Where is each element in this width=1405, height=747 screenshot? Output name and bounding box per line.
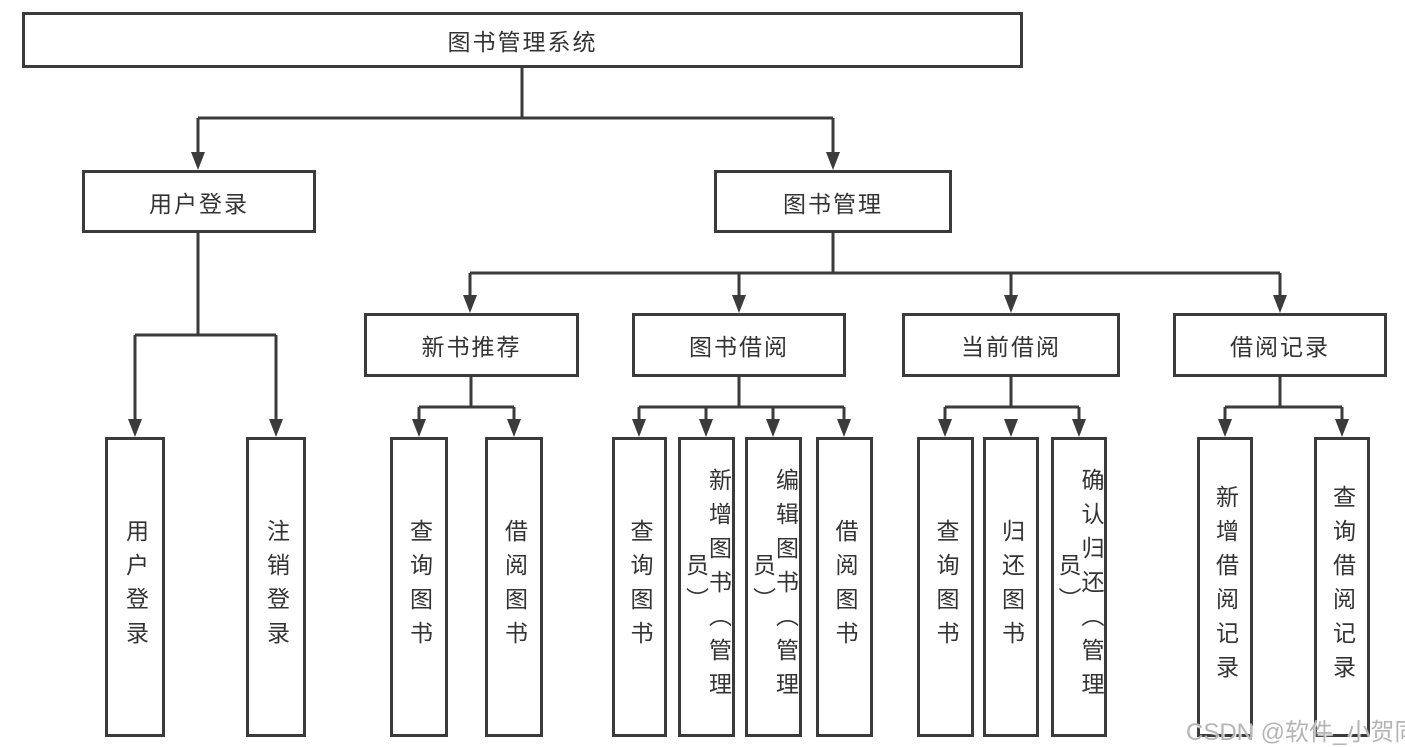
leaf-query-books-recommend: 查询图书: [390, 437, 448, 737]
node-book-management: 图书管理: [714, 170, 952, 233]
leaf-add-borrow-record: 新增借阅记录: [1197, 437, 1253, 737]
node-borrowing-records: 借阅记录: [1173, 313, 1387, 377]
leaf-user-login: 用户登录: [105, 437, 165, 737]
leaf-query-books-current: 查询图书: [917, 437, 974, 737]
node-library-management-system: 图书管理系统: [22, 12, 1023, 68]
tree-edges: [133, 68, 1344, 420]
leaf-logout: 注销登录: [246, 437, 306, 737]
node-book-borrowing: 图书借阅: [632, 313, 846, 377]
leaf-return-books: 归还图书: [983, 437, 1039, 737]
csdn-watermark: CSDN @软件_小贺同学: [1186, 719, 1405, 746]
leaf-add-books-admin: 新增图书（管理员）: [678, 437, 735, 737]
leaf-edit-books-admin: 编辑图书（管理员）: [745, 437, 802, 737]
node-current-borrowing: 当前借阅: [902, 313, 1120, 377]
node-new-book-recommend: 新书推荐: [364, 313, 579, 377]
leaf-confirm-return-admin: 确认归还（管理员）: [1051, 437, 1107, 737]
leaf-borrow-books-recommend: 借阅图书: [485, 437, 543, 737]
leaf-query-books-borrowing: 查询图书: [612, 437, 667, 737]
leaf-borrow-books-borrowing: 借阅图书: [816, 437, 873, 737]
leaf-query-borrow-record: 查询借阅记录: [1314, 437, 1370, 737]
arrowheads: [128, 152, 1349, 437]
node-user-login: 用户登录: [82, 170, 316, 233]
